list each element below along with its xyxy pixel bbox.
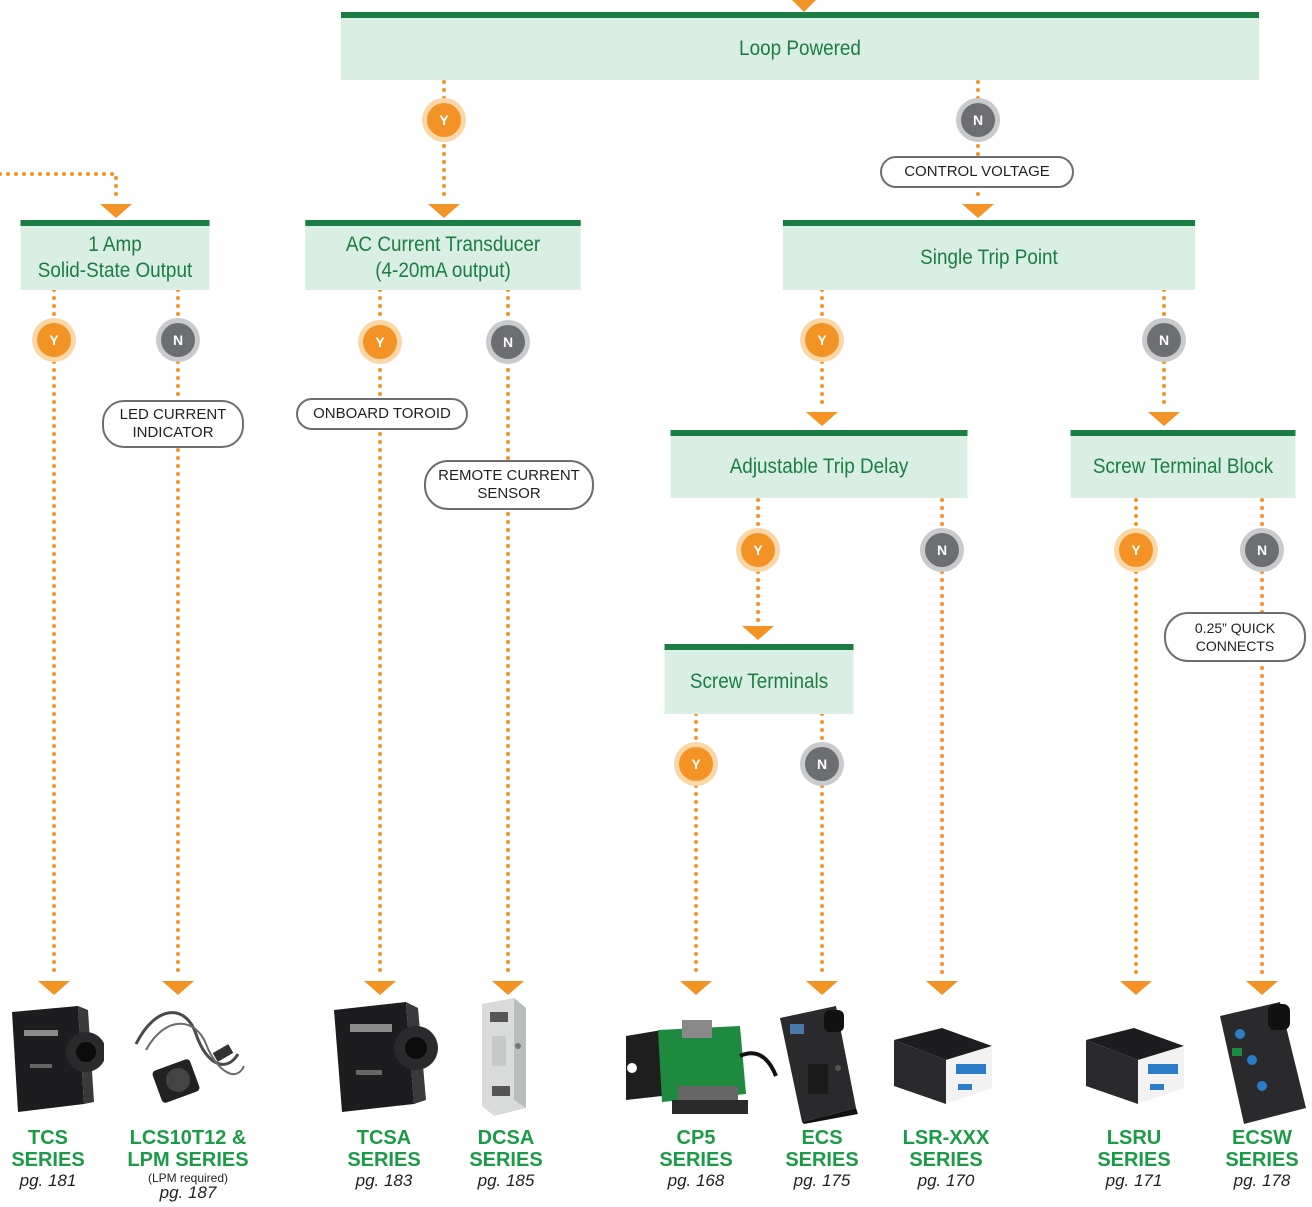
product-lsru[interactable]: LSRU SERIES pg. 171	[1069, 1127, 1199, 1191]
transducer-photo	[334, 1002, 438, 1112]
yes-badge: Y	[37, 323, 71, 357]
din-rail-module-photo	[482, 998, 526, 1116]
product-ecs[interactable]: ECS SERIES pg. 175	[757, 1127, 887, 1191]
adjustable-trip-delay-box: Adjustable Trip Delay	[670, 430, 968, 498]
ac-current-transducer-box: AC Current Transducer (4-20mA output)	[305, 220, 581, 290]
yes-badge: Y	[427, 103, 461, 137]
quick-connects-pill: 0.25” QUICK CONNECTS	[1164, 612, 1306, 662]
no-badge: N	[805, 747, 839, 781]
page-reference: pg. 183	[355, 1171, 413, 1190]
relay-block-photo	[894, 1028, 992, 1104]
loop-powered-box: Loop Powered	[341, 12, 1259, 80]
product-name: LSRU SERIES	[1097, 1127, 1171, 1171]
one-amp-output-box: 1 Amp Solid-State Output	[20, 220, 210, 290]
page-reference: pg. 181	[19, 1171, 77, 1190]
no-badge: N	[1147, 323, 1181, 357]
product-name: TCS SERIES	[11, 1127, 85, 1171]
yes-badge: Y	[1119, 533, 1153, 567]
product-dcsa[interactable]: DCSA SERIES pg. 185	[441, 1127, 571, 1191]
screw-terminal-block-box: Screw Terminal Block	[1070, 430, 1296, 498]
product-ecsw[interactable]: ECSW SERIES pg. 178	[1197, 1127, 1312, 1191]
control-voltage-pill: CONTROL VOLTAGE	[880, 156, 1074, 188]
no-badge: N	[1245, 533, 1279, 567]
product-name: ECS SERIES	[785, 1127, 859, 1171]
screw-terminals-box: Screw Terminals	[664, 644, 854, 714]
current-sensor-photo	[12, 1006, 104, 1112]
product-tcsa[interactable]: TCSA SERIES pg. 183	[319, 1127, 449, 1191]
product-name: TCSA SERIES	[347, 1127, 421, 1171]
onboard-toroid-pill: ONBOARD TOROID	[296, 398, 468, 430]
yes-badge: Y	[363, 325, 397, 359]
sensor-cable-photo	[134, 1011, 245, 1103]
ecsw-sensor-photo	[1220, 1002, 1306, 1124]
product-tcs[interactable]: TCS SERIES pg. 181	[0, 1127, 113, 1191]
remote-current-sensor-pill: REMOTE CURRENT SENSOR	[424, 460, 594, 510]
product-lsr-xxx[interactable]: LSR-XXX SERIES pg. 170	[881, 1127, 1011, 1191]
product-name: LCS10T12 & LPM SERIES	[127, 1127, 249, 1171]
page-reference: pg. 171	[1105, 1171, 1163, 1190]
yes-badge: Y	[805, 323, 839, 357]
product-note: (LPM required)	[147, 1171, 229, 1185]
page-reference: pg. 185	[477, 1171, 535, 1190]
product-name: DCSA SERIES	[469, 1127, 543, 1171]
yes-badge: Y	[679, 747, 713, 781]
page-reference: pg. 170	[917, 1171, 975, 1190]
page-reference: pg. 168	[667, 1171, 725, 1190]
product-lcs10t12-lpm[interactable]: LCS10T12 & LPM SERIES (LPM required) pg.…	[113, 1127, 263, 1201]
no-badge: N	[161, 323, 195, 357]
ecs-sensor-photo	[780, 1006, 858, 1124]
led-current-indicator-pill: LED CURRENT INDICATOR	[102, 400, 244, 448]
single-trip-point-box: Single Trip Point	[782, 220, 1196, 290]
no-badge: N	[925, 533, 959, 567]
page-reference: pg. 187	[159, 1183, 217, 1202]
yes-badge: Y	[741, 533, 775, 567]
page-reference: pg. 178	[1233, 1171, 1291, 1190]
product-name: LSR-XXX SERIES	[902, 1127, 990, 1171]
no-badge: N	[961, 103, 995, 137]
product-name: ECSW SERIES	[1225, 1127, 1299, 1171]
product-name: CP5 SERIES	[659, 1127, 733, 1171]
product-cp5[interactable]: CP5 SERIES pg. 168	[631, 1127, 761, 1191]
no-badge: N	[491, 325, 525, 359]
circuit-board-photo	[626, 1020, 778, 1114]
page-reference: pg. 175	[793, 1171, 851, 1190]
relay-block-photo	[1086, 1028, 1184, 1104]
